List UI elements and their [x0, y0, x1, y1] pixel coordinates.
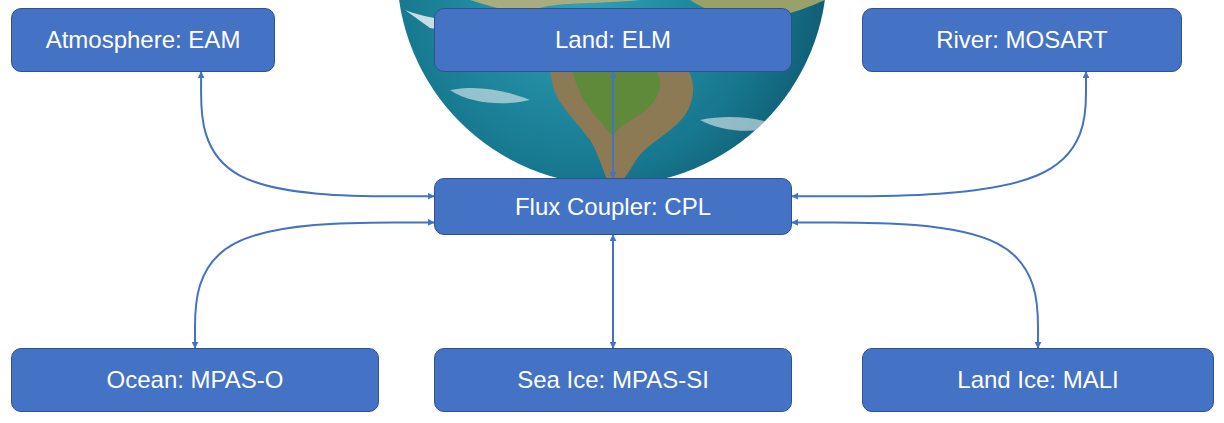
exchange-arrow — [195, 222, 434, 348]
globe-land — [405, 0, 826, 190]
exchange-arrow — [612, 72, 614, 178]
component-box: Land: ELM — [434, 8, 792, 72]
box-label: River: MOSART — [936, 26, 1108, 54]
component-box: Land Ice: MALI — [862, 348, 1214, 412]
exchange-arrow — [201, 72, 434, 196]
box-label: Land Ice: MALI — [957, 366, 1118, 394]
exchange-arrow — [792, 222, 1038, 348]
exchange-arrow — [612, 235, 614, 348]
component-box: River: MOSART — [862, 8, 1182, 72]
component-box: Ocean: MPAS-O — [11, 348, 379, 412]
component-box: Sea Ice: MPAS-SI — [434, 348, 792, 412]
box-label: Land: ELM — [555, 26, 671, 54]
box-label: Atmosphere: EAM — [46, 26, 241, 54]
box-label: Sea Ice: MPAS-SI — [517, 366, 709, 394]
box-label: Flux Coupler: CPL — [515, 193, 711, 221]
component-box: Atmosphere: EAM — [11, 8, 275, 72]
exchange-arrow — [792, 72, 1086, 196]
globe-ocean — [397, 0, 827, 185]
box-label: Ocean: MPAS-O — [107, 366, 284, 394]
coupler-box: Flux Coupler: CPL — [434, 178, 792, 235]
